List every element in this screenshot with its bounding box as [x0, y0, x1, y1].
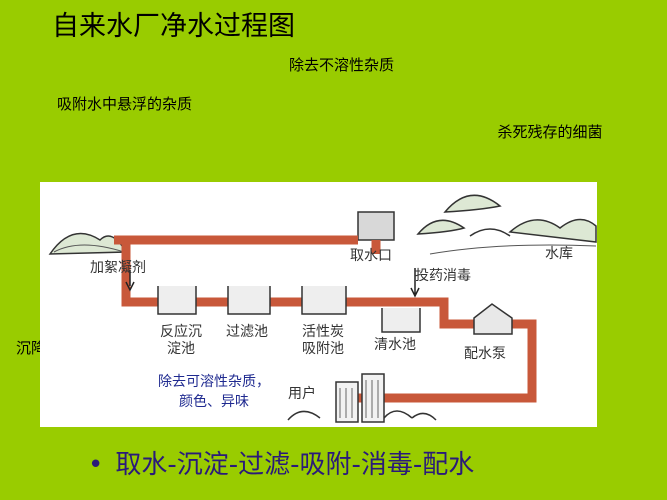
pump-house — [473, 303, 513, 335]
label-disinfect: 投药消毒 — [415, 268, 471, 284]
label-clear-tank: 清水池 — [374, 337, 416, 353]
clear-tank — [381, 308, 421, 333]
label-carbon-tank-line2: 吸附池 — [302, 341, 344, 357]
water-process-diagram: 加絮凝剂 取水口 水库 投药消毒 反应沉 淀池 过滤池 活性炭 吸附池 清水池 … — [40, 182, 597, 427]
label-reaction-tank: 反应沉 淀池 — [154, 324, 208, 358]
filter-tank — [227, 286, 271, 315]
pipe — [114, 235, 537, 403]
page-title: 自来水厂净水过程图 — [52, 11, 295, 42]
note-remove-soluble-line1: 除去可溶性杂质， — [158, 374, 270, 390]
process-summary-text: 取水-沉淀-过滤-吸附-消毒-配水 — [115, 450, 475, 480]
label-carbon-tank-line1: 活性炭 — [302, 324, 344, 340]
label-carbon-tank: 活性炭 吸附池 — [292, 324, 354, 358]
label-pump: 配水泵 — [464, 346, 506, 362]
label-reservoir: 水库 — [545, 246, 573, 262]
note-kill-bacteria: 杀死残存的细菌 — [497, 123, 603, 141]
reservoir-water-line — [429, 244, 597, 255]
process-summary: • 取水-沉淀-过滤-吸附-消毒-配水 — [88, 444, 474, 481]
label-reaction-tank-line2: 淀池 — [167, 341, 195, 357]
note-adsorb-suspended: 吸附水中悬浮的杂质 — [57, 95, 193, 113]
label-filter-tank: 过滤池 — [226, 324, 268, 340]
label-coagulant: 加絮凝剂 — [90, 260, 146, 276]
note-remove-soluble-line2: 颜色、异味 — [179, 394, 249, 410]
user-hills — [287, 410, 437, 421]
hills-reservoir — [416, 194, 597, 243]
label-user: 用户 — [288, 386, 316, 402]
carbon-tank — [301, 286, 347, 315]
label-intake: 取水口 — [350, 248, 392, 264]
note-remove-insoluble: 除去不溶性杂质 — [289, 56, 395, 74]
diagram-canvas — [48, 194, 597, 423]
user-buildings — [335, 373, 385, 423]
note-remove-soluble: 除去可溶性杂质， 颜色、异味 — [134, 372, 294, 412]
flow-arrows — [125, 268, 420, 298]
intake-box — [357, 211, 395, 241]
bullet-dot: • — [88, 450, 104, 480]
reaction-tank — [157, 286, 197, 315]
label-reaction-tank-line1: 反应沉 — [160, 324, 202, 340]
